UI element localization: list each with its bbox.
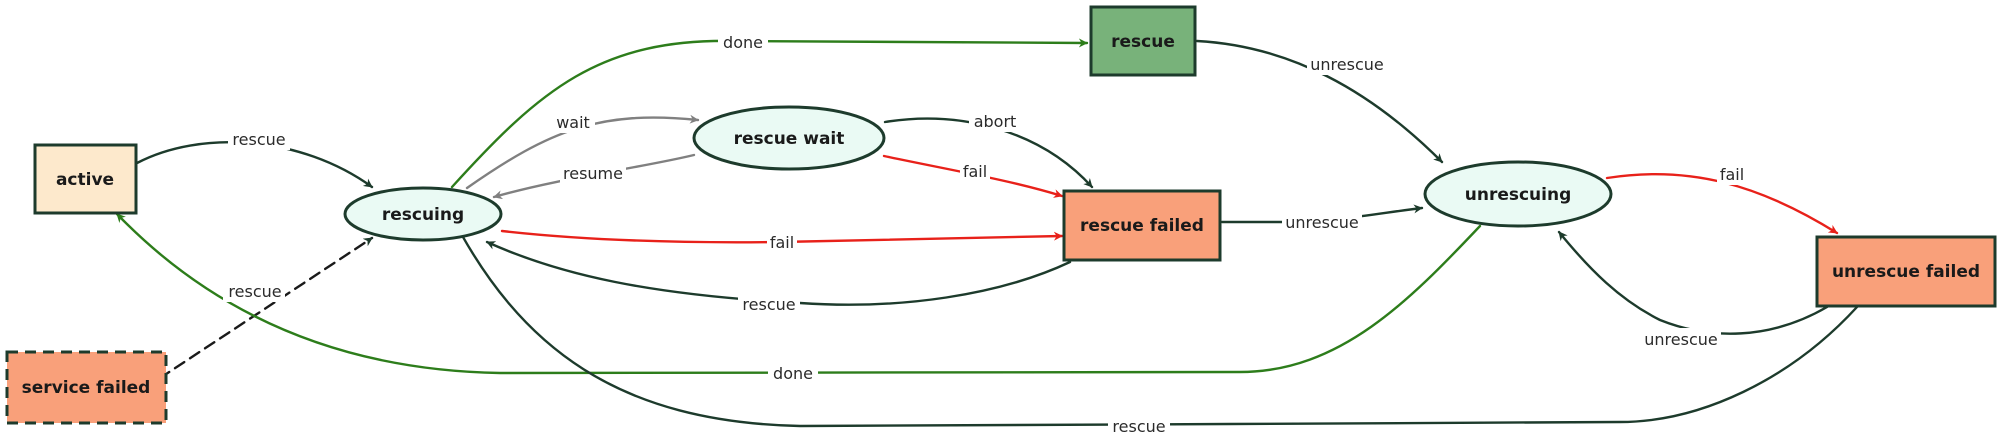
edge-label-rescue-wait-rescue-failed-abort: abort <box>974 112 1017 131</box>
node-unrescuing-ellipse <box>1423 160 1613 228</box>
edge-service-failed-rescuing <box>143 236 374 390</box>
node-label-rescue-wait: rescue wait <box>734 129 845 149</box>
label-group-rescue-failed-unrescuing: unrescue <box>1282 211 1362 233</box>
label-group-rescuing-rescue-wait: wait <box>551 111 595 133</box>
node-label-active: active <box>56 170 114 190</box>
edge-label-rescue-unrescuing: unrescue <box>1310 55 1383 74</box>
edge-labels: rescue rescue done wait resume abort fai… <box>223 31 1747 437</box>
node-unrescue-failed-box <box>1815 235 1997 308</box>
node-rescue-box <box>1089 5 1197 77</box>
node-active-box <box>33 143 138 215</box>
label-group-rescue-unrescuing: unrescue <box>1307 53 1387 75</box>
label-group-unrescue-failed-unrescuing: unrescue <box>1641 328 1721 350</box>
edge-label-unrescue-failed-unrescuing: unrescue <box>1644 330 1717 349</box>
node-rescue-wait-ellipse <box>692 105 886 171</box>
edge-label-rescuing-rescue: done <box>723 33 763 52</box>
edge-label-unrescuing-unrescue-failed: fail <box>1720 165 1744 184</box>
edge-rescue-unrescuing <box>1195 39 1444 164</box>
node-rescuing: rescuing <box>343 186 503 242</box>
edge-unrescue-failed-rescuing <box>448 211 1859 428</box>
edge-label-rescue-failed-unrescuing: unrescue <box>1285 213 1358 232</box>
node-rescue-failed: rescue failed <box>1062 189 1222 262</box>
node-rescue-wait: rescue wait <box>692 105 886 171</box>
edge-label-rescue-wait-rescuing: resume <box>563 164 623 183</box>
node-rescue: rescue <box>1089 5 1197 77</box>
node-label-rescue: rescue <box>1111 32 1175 52</box>
edge-label-service-failed-rescuing: rescue <box>228 282 281 301</box>
node-rescuing-ellipse <box>343 186 503 242</box>
node-unrescuing: unrescuing <box>1423 160 1613 228</box>
edge-label-rescuing-rescue-failed: fail <box>770 233 794 252</box>
node-label-rescue-failed: rescue failed <box>1080 216 1204 236</box>
node-active: active <box>33 143 138 215</box>
node-label-unrescue-failed: unrescue failed <box>1832 262 1980 282</box>
edge-label-unrescuing-active: done <box>773 364 813 383</box>
node-label-service-failed: service failed <box>22 378 151 398</box>
label-group-unrescuing-active: done <box>768 362 818 384</box>
edge-label-unrescue-failed-rescuing: rescue <box>1112 417 1165 436</box>
node-label-rescuing: rescuing <box>382 205 464 225</box>
label-group-rescue-failed-rescuing: rescue <box>738 293 800 315</box>
edge-unrescuing-active <box>115 212 1482 375</box>
label-group-rescuing-rescue: done <box>718 31 768 53</box>
node-unrescue-failed: unrescue failed <box>1815 235 1997 308</box>
label-group-unrescue-failed-rescuing: rescue <box>1108 415 1170 437</box>
node-service-failed: service failed <box>5 350 168 425</box>
edge-rescuing-rescue <box>450 38 1089 189</box>
label-group-rescue-wait-rescuing: resume <box>560 162 626 184</box>
label-group-service-failed-rescuing: rescue <box>223 280 285 302</box>
label-group-unrescuing-unrescue-failed: fail <box>1717 163 1747 185</box>
label-group-rescue-wait-rescue-failed-abort: abort <box>969 110 1021 132</box>
node-rescue-failed-box <box>1062 189 1222 262</box>
label-group-rescuing-rescue-failed: fail <box>767 231 797 253</box>
edge-label-rescue-wait-rescue-failed-fail: fail <box>963 162 987 181</box>
nodes: active rescuing rescue wait rescue rescu… <box>5 5 1997 425</box>
edge-label-rescuing-rescue-wait: wait <box>556 113 590 132</box>
edge-label-active-rescuing: rescue <box>232 130 285 149</box>
edge-label-rescue-failed-rescuing: rescue <box>742 295 795 314</box>
node-label-unrescuing: unrescuing <box>1465 185 1572 205</box>
label-group-rescue-wait-rescue-failed-fail: fail <box>960 160 990 182</box>
label-group-active-rescuing: rescue <box>228 128 290 150</box>
edge-rescuing-rescue-failed <box>500 229 1064 244</box>
node-service-failed-box <box>5 350 168 425</box>
edge-unrescue-failed-unrescuing <box>1557 230 1829 335</box>
